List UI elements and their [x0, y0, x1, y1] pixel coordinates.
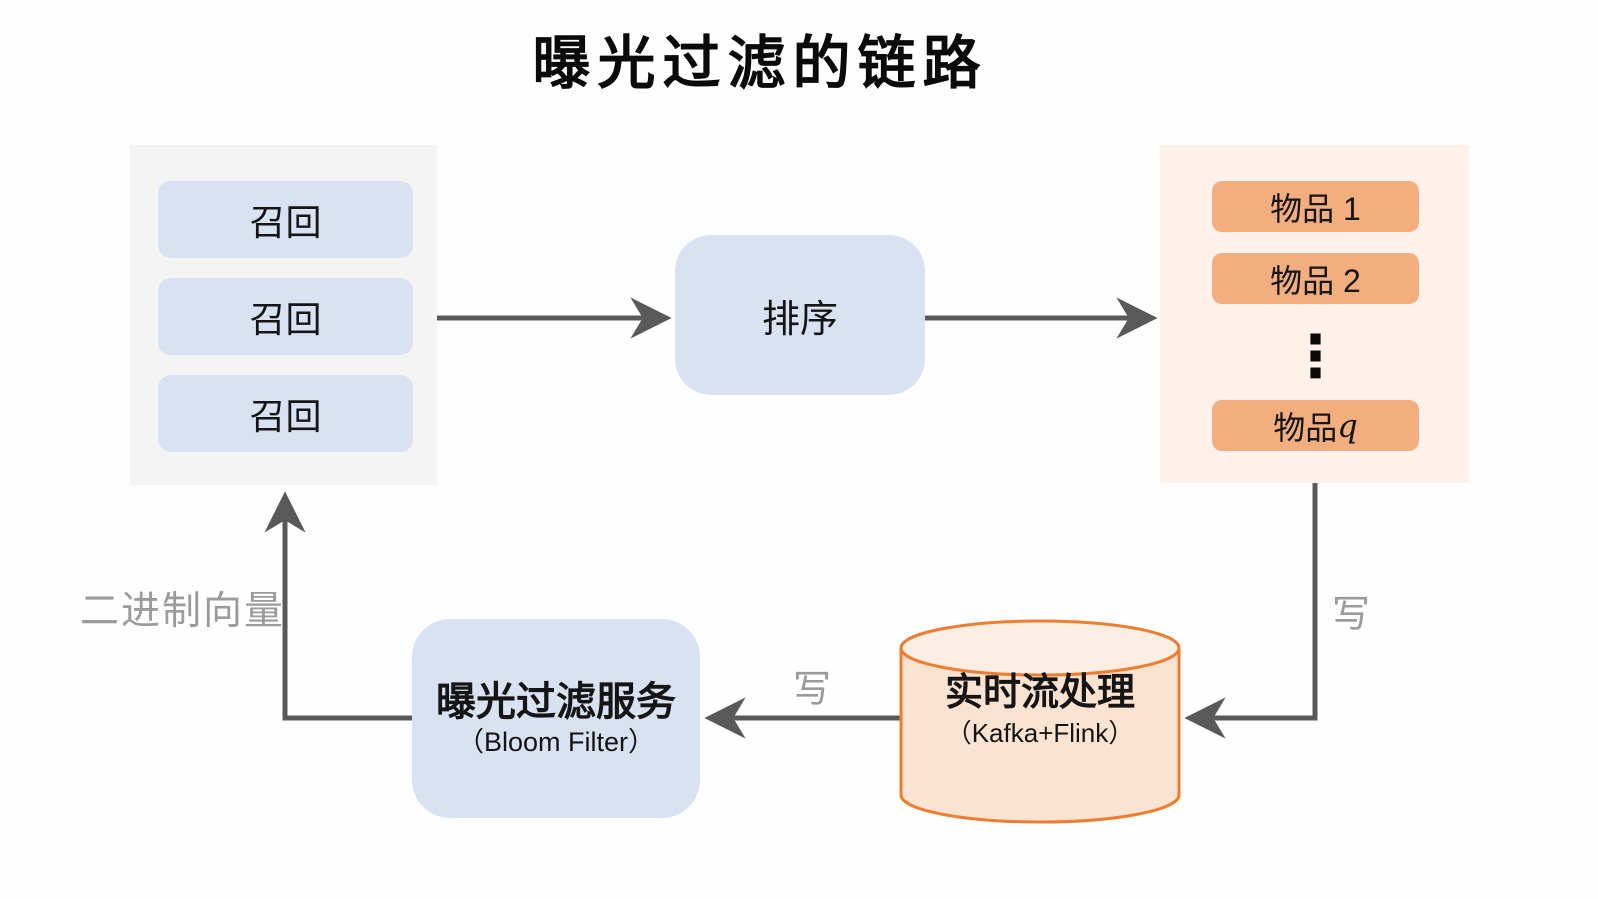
- item-q-variable: q: [1337, 406, 1358, 445]
- bloom-filter-label: 曝光过滤服务: [436, 679, 676, 724]
- arrow-bloom-to-recall: [264, 491, 412, 721]
- item-q-prefix: 物品: [1273, 409, 1338, 446]
- item-node-q: 物品 q: [1212, 400, 1419, 451]
- arrow-items-to-stream: [1184, 483, 1318, 739]
- bloom-filter-sublabel: （Bloom Filter）: [456, 726, 656, 757]
- bloom-filter-node: 曝光过滤服务 （Bloom Filter）: [412, 619, 700, 818]
- database-cylinder-shape: [899, 619, 1181, 824]
- edge-label-write-right: 写: [1332, 594, 1371, 636]
- recall-node-2: 召回: [158, 278, 413, 355]
- recall-node-1: 召回: [158, 181, 413, 258]
- item-node-1: 物品 1: [1212, 181, 1419, 232]
- ranking-node: 排序: [675, 235, 925, 395]
- edge-label-binary-vector: 二进制向量: [80, 590, 286, 633]
- stream-processing-label: 实时流处理: [944, 671, 1135, 714]
- item-node-2: 物品 2: [1212, 253, 1419, 304]
- diagram-title: 曝光过滤的链路: [532, 29, 988, 97]
- recall-node-3: 召回: [158, 375, 413, 452]
- edge-label-write-left: 写: [793, 669, 832, 711]
- stream-processing-sublabel: （Kafka+Flink）: [945, 717, 1135, 748]
- items-panel: 物品 1 物品 2 ⋮ 物品 q: [1160, 145, 1469, 483]
- stream-processing-node: 实时流处理 （Kafka+Flink）: [901, 655, 1179, 765]
- recall-panel: 召回 召回 召回: [130, 145, 437, 485]
- vertical-ellipsis: ⋮: [1286, 322, 1345, 390]
